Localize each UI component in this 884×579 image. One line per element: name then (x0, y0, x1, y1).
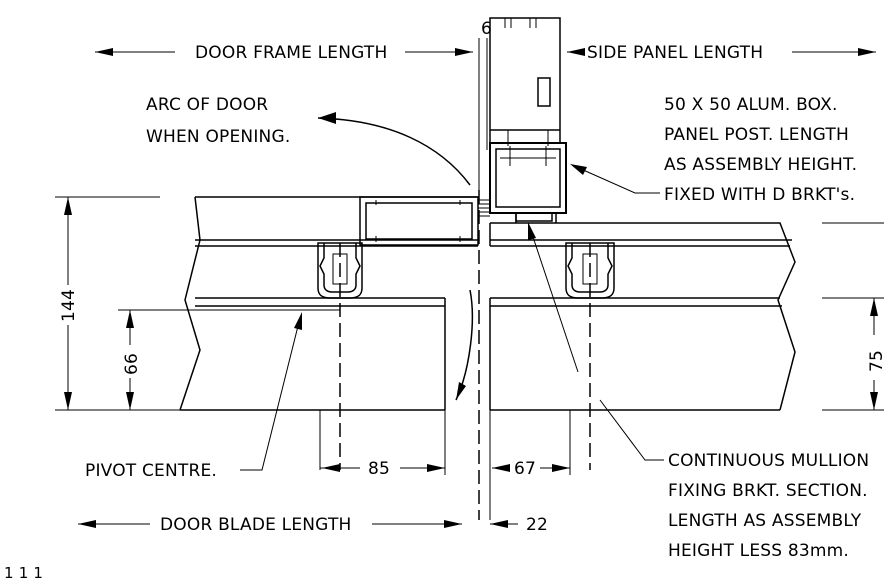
pivot-offset-label: 85 (368, 459, 390, 479)
post-label-line2: PANEL POST. LENGTH (664, 125, 849, 145)
corner-mark: 1 1 1 (4, 564, 43, 579)
mullion-label-line4: HEIGHT LESS 83mm. (668, 541, 849, 561)
door-frame-length-label: DOOR FRAME LENGTH (195, 43, 387, 63)
gap-dimension-label: 6 (481, 19, 492, 39)
door-arc: ARC OF DOOR WHEN OPENING. (146, 95, 474, 401)
mullion-offset-label: 67 (514, 459, 536, 479)
door-blade-length-label: DOOR BLADE LENGTH (160, 515, 352, 535)
clearance-dimension: 22 (490, 515, 548, 535)
height-dimension-75: 75 (822, 222, 884, 411)
side-panel-post (489, 17, 561, 190)
door-frame-length-dimension: DOOR FRAME LENGTH (95, 43, 473, 63)
pivot-offset-dimension: 85 (320, 410, 446, 479)
clearance-label: 22 (526, 515, 548, 535)
arc-label-line2: WHEN OPENING. (146, 127, 290, 147)
height-dimension-144: 144 (55, 196, 180, 411)
side-panel-length-label: SIDE PANEL LENGTH (587, 43, 763, 63)
right-side-panel (489, 213, 796, 411)
mullion-label-line3: LENGTH AS ASSEMBLY (668, 511, 862, 531)
post-label-line4: FIXED WITH D BRKT's. (664, 185, 855, 205)
mullion-label-line1: CONTINUOUS MULLION (668, 451, 869, 471)
left-door-blade (179, 196, 490, 411)
height-dimension-66: 66 (118, 309, 340, 410)
pivot-centre-label: PIVOT CENTRE. (85, 461, 217, 481)
height-66-label: 66 (122, 353, 142, 375)
box-post-callout: 50 X 50 ALUM. BOX. PANEL POST. LENGTH AS… (570, 95, 857, 205)
arc-label-line1: ARC OF DOOR (146, 95, 268, 115)
box-post (489, 142, 567, 222)
height-144-label: 144 (59, 289, 79, 322)
mullion-bracket-callout: CONTINUOUS MULLION FIXING BRKT. SECTION.… (528, 222, 869, 561)
post-label-line3: AS ASSEMBLY HEIGHT. (664, 155, 857, 175)
pivot-centre-callout: PIVOT CENTRE. (85, 312, 302, 481)
post-label-line1: 50 X 50 ALUM. BOX. (664, 95, 838, 115)
height-75-label: 75 (867, 350, 884, 372)
door-blade-length-dimension: DOOR BLADE LENGTH (78, 515, 462, 535)
mullion-offset-dimension: 67 (492, 410, 571, 479)
mullion-label-line2: FIXING BRKT. SECTION. (668, 481, 868, 501)
side-panel-length-dimension: SIDE PANEL LENGTH (567, 43, 876, 63)
